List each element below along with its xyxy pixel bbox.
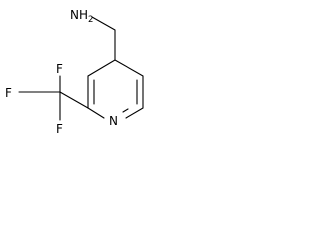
cf3-bond — [59, 91, 89, 109]
amine-element: NH — [70, 8, 88, 22]
fluorine-bottom-label: F — [56, 122, 63, 136]
ring-inner-bond-c5-n — [122, 108, 129, 113]
amine-label: NH2 — [70, 8, 93, 25]
ring-bond-c3-c4 — [114, 59, 144, 77]
ring-bond-c5-c6 — [125, 107, 144, 119]
fluorine-left-label: F — [5, 86, 12, 100]
ring-nitrogen-label: N — [109, 114, 118, 128]
ring-bond-n1-c2 — [87, 107, 105, 119]
chemical-structure-diagram: NH2 F F F N — [5, 8, 144, 136]
amine-subscript: 2 — [88, 15, 93, 25]
fluorine-top-label: F — [56, 62, 63, 76]
ch2-to-nh2-bond — [91, 16, 116, 31]
ring-bond-c3-c3a — [87, 59, 116, 77]
